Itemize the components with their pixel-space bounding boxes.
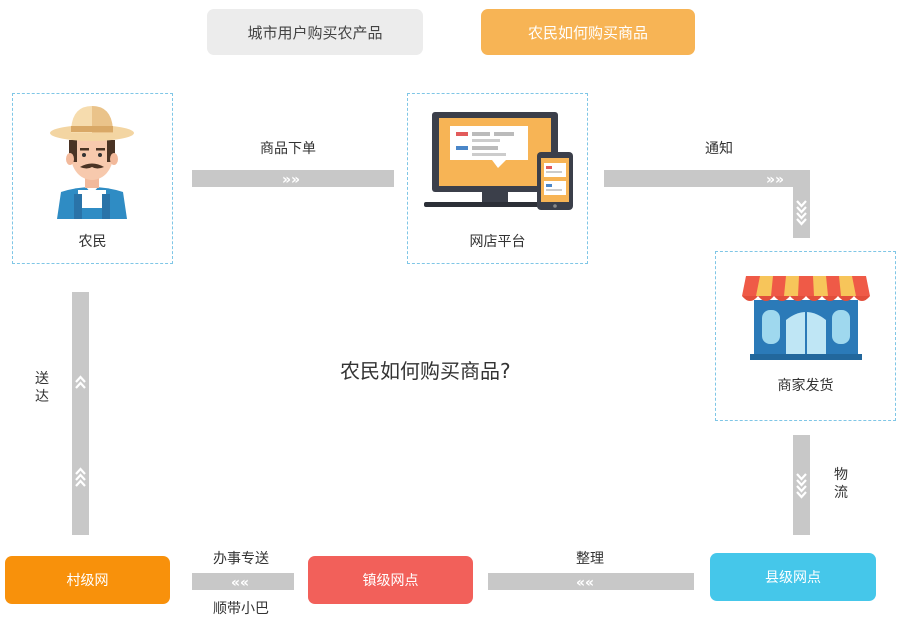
arrow-dedicated-chevrons: «« bbox=[231, 575, 249, 591]
station-county-label: 县级网点 bbox=[765, 570, 821, 586]
tab-farmers-buy[interactable]: 农民如何购买商品 bbox=[481, 9, 695, 55]
shop-icon bbox=[742, 276, 870, 360]
node-farmer: 农民 bbox=[12, 93, 173, 264]
station-village: 村级网 bbox=[5, 556, 170, 604]
station-town-label: 镇级网点 bbox=[362, 573, 419, 589]
arrow-sort bbox=[488, 573, 694, 590]
arrow-notify-chevrons-h: »» bbox=[766, 172, 784, 188]
arrow-notify-h bbox=[604, 170, 810, 187]
node-merchant: 商家发货 bbox=[715, 251, 896, 421]
tab-farmers-buy-label: 农民如何购买商品 bbox=[527, 23, 648, 42]
arrow-notify-v bbox=[793, 170, 810, 238]
node-merchant-label: 商家发货 bbox=[777, 378, 834, 394]
arrow-deliver bbox=[72, 292, 89, 535]
node-platform: 网店平台 bbox=[407, 93, 588, 264]
station-town: 镇级网点 bbox=[308, 556, 473, 604]
edge-label-notify: 通知 bbox=[705, 141, 733, 157]
arrow-deliver-chevrons-1 bbox=[75, 375, 86, 389]
edge-label-sort: 整理 bbox=[576, 551, 604, 567]
arrow-notify-chevrons-v bbox=[796, 200, 807, 226]
station-village-label: 村级网 bbox=[66, 573, 109, 589]
arrow-dedicated bbox=[192, 573, 294, 590]
station-county: 县级网点 bbox=[710, 553, 876, 601]
tab-city-users[interactable]: 城市用户购买农产品 bbox=[207, 9, 423, 55]
farmer-icon bbox=[50, 106, 134, 219]
tab-city-users-label: 城市用户购买农产品 bbox=[247, 23, 383, 42]
arrow-deliver-chevrons-2 bbox=[75, 467, 86, 487]
edge-label-logistics: 物流 bbox=[834, 467, 848, 501]
edge-label-deliver: 送达 bbox=[35, 371, 49, 405]
edge-label-dedicated: 办事专送 bbox=[213, 551, 269, 567]
edge-label-order: 商品下单 bbox=[260, 141, 316, 157]
arrow-order-chevrons: »» bbox=[282, 172, 300, 188]
arrow-order bbox=[192, 170, 394, 187]
computer-icon bbox=[424, 112, 573, 210]
node-platform-label: 网店平台 bbox=[469, 234, 526, 250]
center-question: 农民如何购买商品? bbox=[340, 359, 511, 383]
arrow-logistics-chevrons bbox=[796, 473, 807, 499]
node-farmer-label: 农民 bbox=[78, 234, 107, 250]
arrow-sort-chevrons: «« bbox=[576, 575, 594, 591]
edge-label-minibus: 顺带小巴 bbox=[213, 601, 269, 617]
